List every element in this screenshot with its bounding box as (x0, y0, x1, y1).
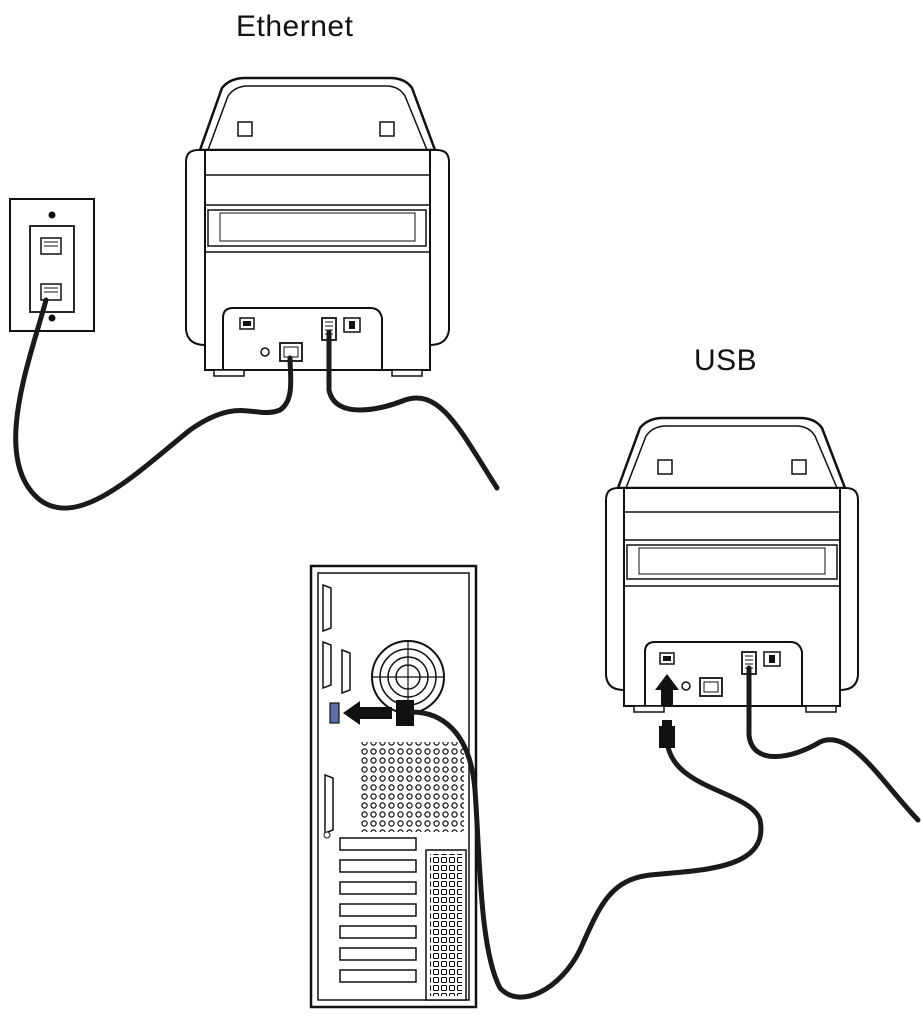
ethernet-port-icon (699, 677, 723, 697)
cables (13, 297, 921, 1000)
arrow-icon (343, 701, 392, 725)
power-inlet (321, 317, 337, 341)
power-cable (326, 329, 500, 491)
wall-jack-icon (40, 237, 62, 255)
fan-grille (371, 640, 445, 714)
usb-cable (409, 709, 764, 1000)
computer-tower (309, 564, 478, 1009)
ethernet-label: Ethernet (236, 10, 354, 43)
power-cable (746, 665, 921, 823)
pc-usb-port (329, 702, 340, 724)
ethernet-cable (13, 297, 294, 511)
usb-plug (659, 726, 675, 748)
arrow-icon (655, 674, 679, 705)
usb-label: USB (694, 344, 758, 377)
usb-port-icon (239, 317, 255, 330)
wall-jack-icon (40, 283, 62, 301)
power-switch-icon (763, 651, 781, 667)
wall-plate (9, 198, 95, 332)
printer-ethernet (185, 76, 450, 377)
printer-usb (605, 416, 859, 713)
usb-plug (662, 720, 672, 728)
usb-port-icon (659, 652, 675, 665)
power-switch-icon (343, 317, 361, 333)
